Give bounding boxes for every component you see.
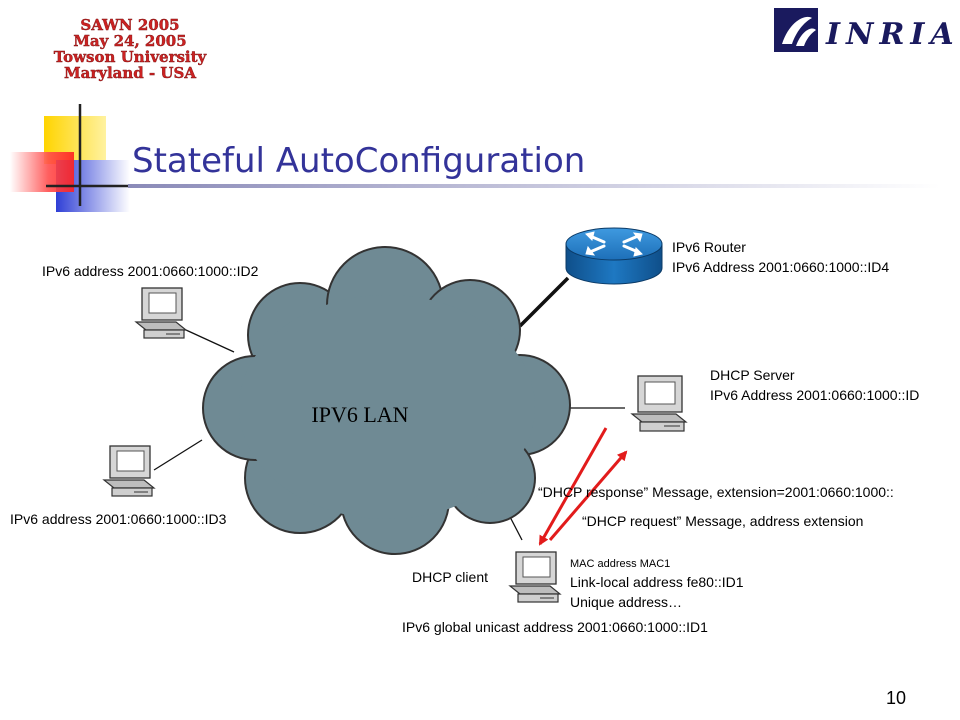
ipv6-lan-cloud: IPV6 LAN <box>202 246 571 555</box>
dhcp-client-global-address: IPv6 global unicast address 2001:0660:10… <box>402 619 708 635</box>
banner-line-4: Maryland - USA <box>64 64 196 82</box>
host-bottom-left-link <box>153 439 203 471</box>
inria-logo: INRIA <box>774 8 960 52</box>
title-underline <box>128 184 940 188</box>
computer-icon <box>630 375 688 432</box>
computer-icon <box>508 551 562 603</box>
title-decoration <box>10 104 940 212</box>
router-link <box>518 276 570 328</box>
logo-emblem-swirl <box>782 16 812 44</box>
banner-line-2: May 24, 2005 <box>73 32 186 50</box>
dhcp-client-mac: MAC address MAC1 <box>570 558 670 570</box>
computer-icon <box>102 445 156 497</box>
dhcp-response-arrow <box>538 427 608 546</box>
slide-title: Stateful AutoConfiguration <box>132 141 585 181</box>
host-top-left-link <box>185 329 235 353</box>
computer-icon <box>134 287 188 339</box>
dhcp-client-link-local: Link-local address fe80::ID1 <box>570 574 744 590</box>
dhcp-client-name: DHCP client <box>412 569 488 585</box>
host-top-left-address: IPv6 address 2001:0660:1000::ID2 <box>42 263 259 279</box>
logo-text: INRIA <box>825 17 960 52</box>
network-links <box>153 276 625 541</box>
dhcp-client-unique: Unique address… <box>570 594 682 610</box>
dhcp-request-message: “DHCP request” Message, address extensio… <box>582 513 863 529</box>
lan-label: IPV6 LAN <box>311 402 408 427</box>
host-bottom-left-address: IPv6 address 2001:0660:1000::ID3 <box>10 511 227 527</box>
banner-line-3: Towson University <box>54 48 208 66</box>
dhcp-request-arrow <box>548 450 628 541</box>
dhcp-message-arrows <box>538 427 628 546</box>
router-name: IPv6 Router <box>672 239 746 255</box>
router-icon <box>565 227 663 285</box>
conference-banner: SAWN 2005 May 24, 2005 Towson University… <box>54 16 208 82</box>
banner-line-1: SAWN 2005 <box>80 16 179 34</box>
dhcp-server-address: IPv6 Address 2001:0660:1000::ID <box>710 387 919 403</box>
dhcp-response-message: “DHCP response” Message, extension=2001:… <box>538 484 894 500</box>
page-number: 10 <box>886 688 906 708</box>
dhcp-server-name: DHCP Server <box>710 367 795 383</box>
router-address: IPv6 Address 2001:0660:1000::ID4 <box>672 259 889 275</box>
